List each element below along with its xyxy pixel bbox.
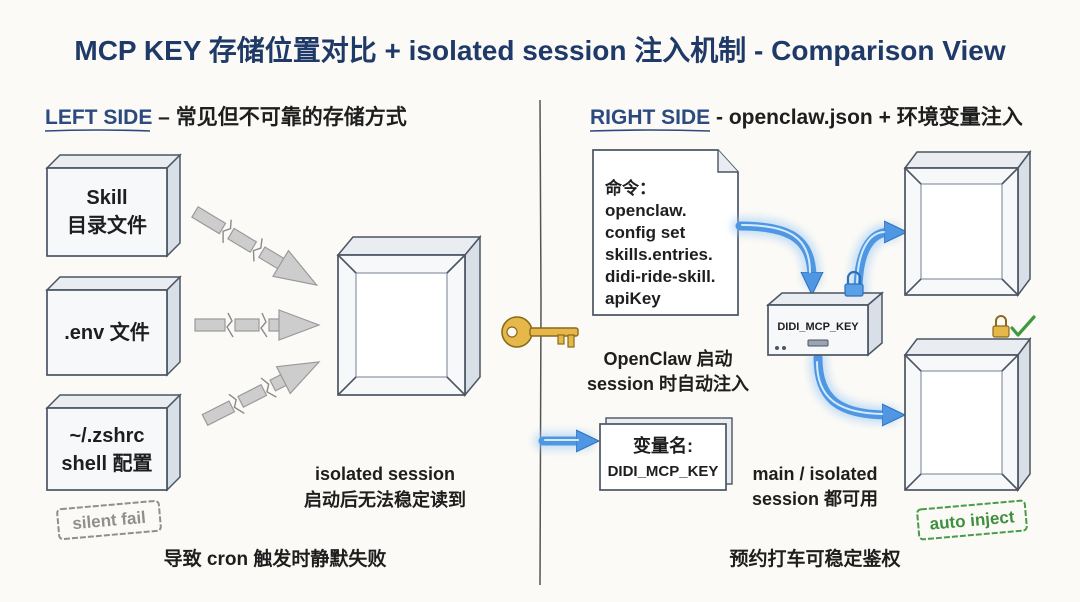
isolated-session-box [336, 234, 482, 398]
broken-arrow-skill [191, 206, 319, 287]
source-box-zshrc-line1: ~/.zshrc [69, 425, 144, 447]
command-doc-line5: didi-ride-skill. [605, 267, 716, 286]
source-box-skill-line1: Skill [86, 187, 127, 209]
source-box-env: .env 文件 [45, 275, 182, 377]
key-icon [501, 316, 579, 348]
command-doc-line6: apiKey [605, 289, 661, 308]
inject-note-line1: OpenClaw 启动 [603, 348, 732, 369]
source-box-skill: Skill 目录文件 [45, 153, 182, 258]
key-device: DIDI_MCP_KEY [765, 291, 885, 357]
left-heading-underline [44, 129, 151, 132]
command-doc-line1: 命令： [604, 178, 656, 198]
lock-icon [844, 270, 864, 297]
source-box-env-label: .env 文件 [64, 320, 150, 344]
right-heading-underline [589, 129, 711, 132]
left-heading-text: – 常见但不可靠的存储方式 [152, 105, 406, 129]
command-doc-line3: config set [605, 223, 686, 242]
right-heading: RIGHT SIDE - openclaw.json + 环境变量注入 [590, 105, 1023, 129]
center-divider [539, 99, 542, 586]
left-heading-label: LEFT SIDE [45, 106, 152, 129]
main-session-box [903, 149, 1032, 298]
right-heading-label: RIGHT SIDE [590, 106, 710, 129]
auto-inject-label: auto inject [929, 507, 1016, 533]
broken-arrow-zshrc [201, 361, 321, 427]
var-name-label: 变量名: [633, 435, 693, 456]
sessions-note-line2: session 都可用 [752, 489, 878, 509]
var-name-box: 变量名: DIDI_MCP_KEY [599, 417, 733, 491]
check-icon [1010, 315, 1036, 337]
source-box-zshrc: ~/.zshrc shell 配置 [45, 393, 182, 492]
left-heading: LEFT SIDE – 常见但不可靠的存储方式 [45, 105, 407, 129]
source-box-skill-line2: 目录文件 [67, 213, 147, 237]
injection-arrows [534, 217, 892, 441]
left-footer: 导致 cron 触发时静默失败 [164, 547, 387, 570]
sessions-note-line1: main / isolated [752, 464, 877, 484]
right-footer: 预约打车可稳定鉴权 [729, 547, 900, 570]
left-session-note-line1: isolated session [315, 464, 455, 484]
silent-fail-label: silent fail [72, 508, 147, 533]
right-heading-text: - openclaw.json + 环境变量注入 [710, 105, 1023, 129]
broken-arrow-env [194, 309, 321, 341]
command-document: 命令： openclaw. config set skills.entries.… [592, 149, 739, 316]
command-doc-line4: skills.entries. [605, 245, 713, 264]
page-title: MCP KEY 存储位置对比 + isolated session 注入机制 -… [74, 34, 1005, 66]
inject-note-line2: session 时自动注入 [587, 373, 749, 394]
silent-fail-stamp: silent fail [56, 499, 162, 541]
auto-inject-stamp: auto inject [916, 499, 1028, 541]
left-session-note-line2: 启动后无法稳定读到 [304, 489, 466, 510]
isolated-session-box-right [903, 336, 1032, 493]
lock-icon-secure [992, 315, 1010, 338]
device-label: DIDI_MCP_KEY [777, 321, 859, 333]
command-doc-line2: openclaw. [605, 201, 687, 220]
var-name-value: DIDI_MCP_KEY [608, 463, 719, 480]
source-box-zshrc-line2: shell 配置 [61, 452, 152, 475]
